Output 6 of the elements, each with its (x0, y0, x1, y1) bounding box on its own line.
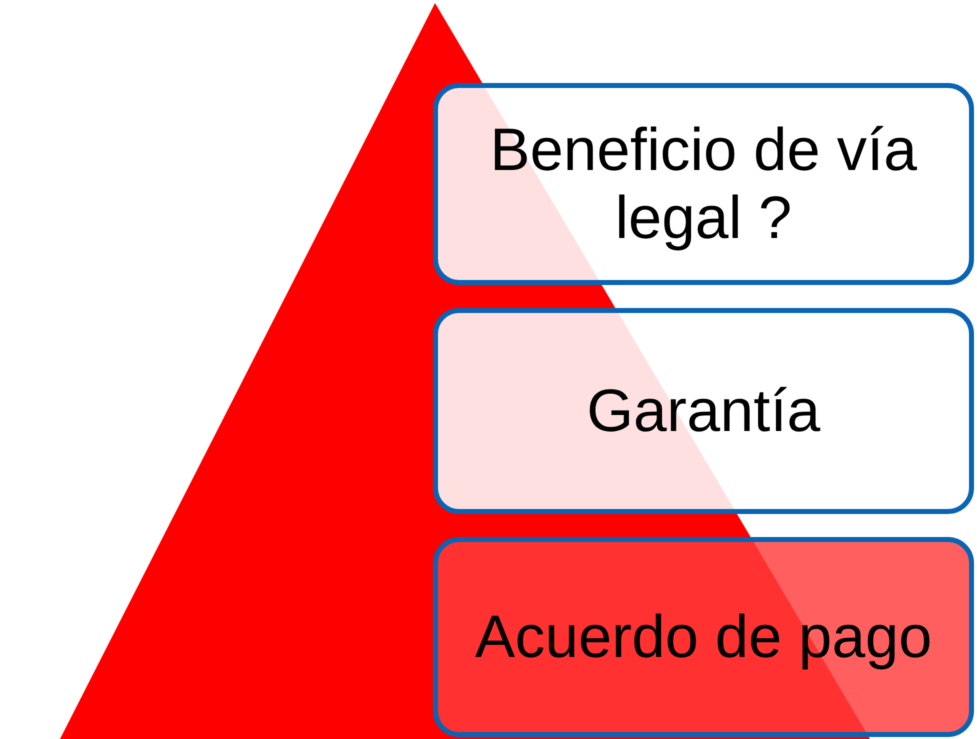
level-box (433, 308, 974, 514)
level-text: Acuerdo de pago (474, 603, 934, 671)
level-text: Beneficio de vía legal ? (489, 116, 918, 252)
level-text: Garantía (586, 377, 822, 445)
level-box (433, 537, 974, 737)
level-box (433, 83, 974, 285)
